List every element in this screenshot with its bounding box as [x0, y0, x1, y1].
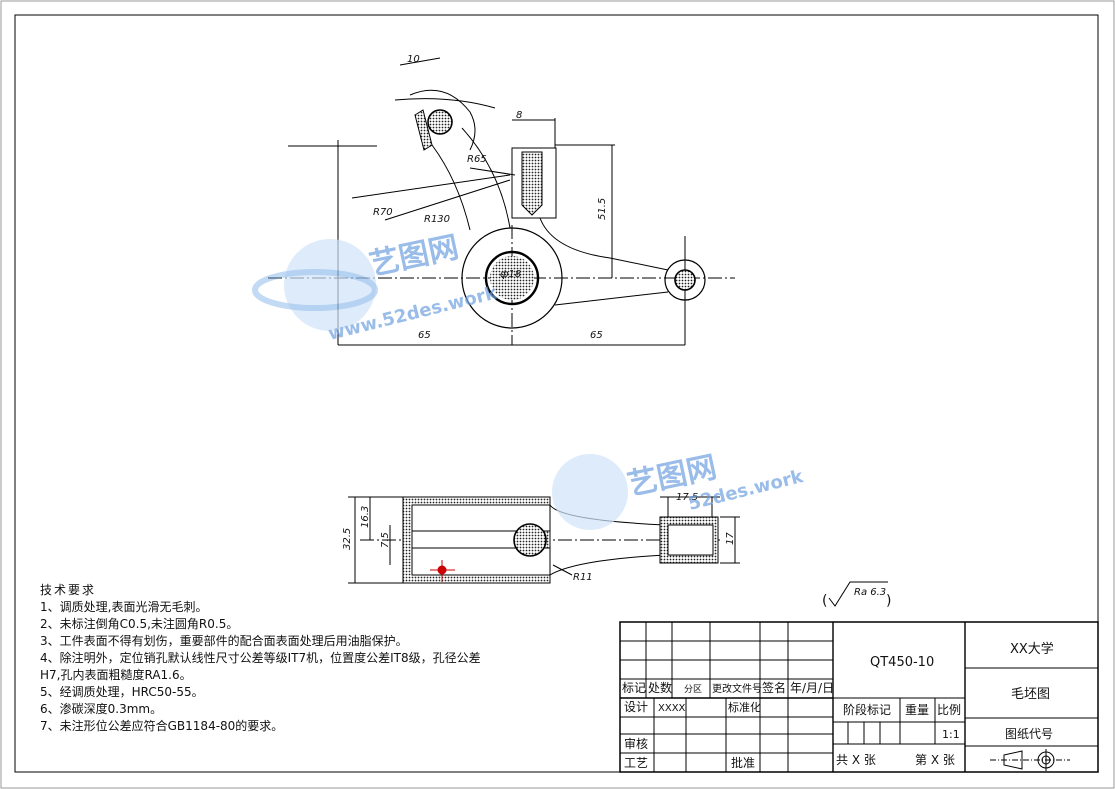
part-code: QT450-10	[870, 655, 934, 670]
dim-r70: R70	[373, 207, 393, 218]
technical-requirements: 技术要求 1、调质处理,表面光滑无毛刺。 2、未标注倒角C0.5,未注圆角R0.…	[40, 582, 481, 735]
designer-name: XXXX	[658, 703, 686, 714]
label-review: 审核	[624, 736, 648, 751]
label-standard: 标准化	[728, 700, 761, 714]
school-name: XX大学	[1010, 641, 1054, 657]
requirement-item: 1、调质处理,表面光滑无毛刺。	[40, 600, 208, 614]
label-zone: 分区	[684, 684, 702, 695]
surface-finish-value: Ra 6.3	[854, 587, 886, 598]
requirement-item: 3、工件表面不得有划伤，重要部件的配合面表面处理后用油脂保护。	[40, 634, 408, 648]
label-approve: 批准	[731, 755, 755, 770]
dim-17: 17	[725, 532, 736, 545]
requirement-item: 4、除注明外，定位销孔默认线性尺寸公差等级IT7机，位置度公差IT8级，孔径公差	[40, 651, 481, 665]
title-block	[619, 621, 1099, 773]
svg-text:): )	[886, 593, 891, 609]
svg-text:(: (	[822, 593, 827, 609]
dim-10: 10	[407, 54, 420, 65]
surface-finish-symbol: ( Ra 6.3 )	[822, 581, 891, 609]
label-sign: 签名	[762, 680, 786, 695]
label-date: 年/月/日	[790, 681, 834, 695]
drawing-type: 毛坯图	[1011, 687, 1050, 702]
sheet-number: 第 X 张	[915, 753, 955, 767]
requirement-item: 2、未标注倒角C0.5,未注圆角R0.5。	[40, 617, 239, 631]
requirements-title: 技术要求	[40, 583, 97, 597]
drawing-code-label: 图纸代号	[1005, 727, 1053, 741]
dim-r130: R130	[424, 214, 450, 225]
dim-51-5: 51.5	[597, 198, 608, 220]
watermark-cn: 艺图网	[366, 230, 461, 283]
dim-65-right: 65	[590, 330, 603, 341]
label-change-doc: 更改文件号	[712, 682, 762, 695]
requirement-item: H7,孔内表面粗糙度RA1.6。	[40, 668, 192, 682]
label-process: 工艺	[624, 756, 648, 770]
requirement-item: 6、渗碳深度0.3mm。	[40, 702, 163, 716]
dim-r65: R65	[467, 154, 487, 165]
inner-border	[14, 14, 1099, 773]
label-design: 设计	[624, 700, 648, 714]
dim-16-3: 16.3	[360, 506, 371, 528]
label-scale: 比例	[937, 703, 961, 717]
projection-symbol-icon	[990, 749, 1070, 771]
label-weight: 重量	[905, 703, 929, 717]
dim-65-left: 65	[418, 330, 431, 341]
dim-d18: ф18	[500, 269, 521, 280]
dim-17-5: 17.5	[676, 492, 698, 503]
requirement-item: 7、未注形位公差应符合GB1184-80的要求。	[40, 719, 284, 733]
requirement-item: 5、经调质处理，HRC50-55。	[40, 685, 204, 699]
dim-8: 8	[516, 110, 522, 121]
label-stage: 阶段标记	[843, 702, 891, 717]
total-sheets: 共 X 张	[836, 753, 876, 767]
section-view	[348, 496, 740, 584]
dim-32-5: 32.5	[342, 528, 353, 550]
title-block-text: 标记 处数 分区 更改文件号 签名 年/月/日 设计 XXXX 标准化 审核 工…	[622, 641, 1070, 771]
top-view	[268, 57, 735, 346]
label-count: 处数	[648, 680, 672, 695]
dim-r11: R11	[573, 572, 593, 583]
scale-value: 1:1	[942, 728, 960, 741]
label-mark: 标记	[622, 681, 646, 695]
dim-7-5: 7.5	[380, 532, 391, 548]
